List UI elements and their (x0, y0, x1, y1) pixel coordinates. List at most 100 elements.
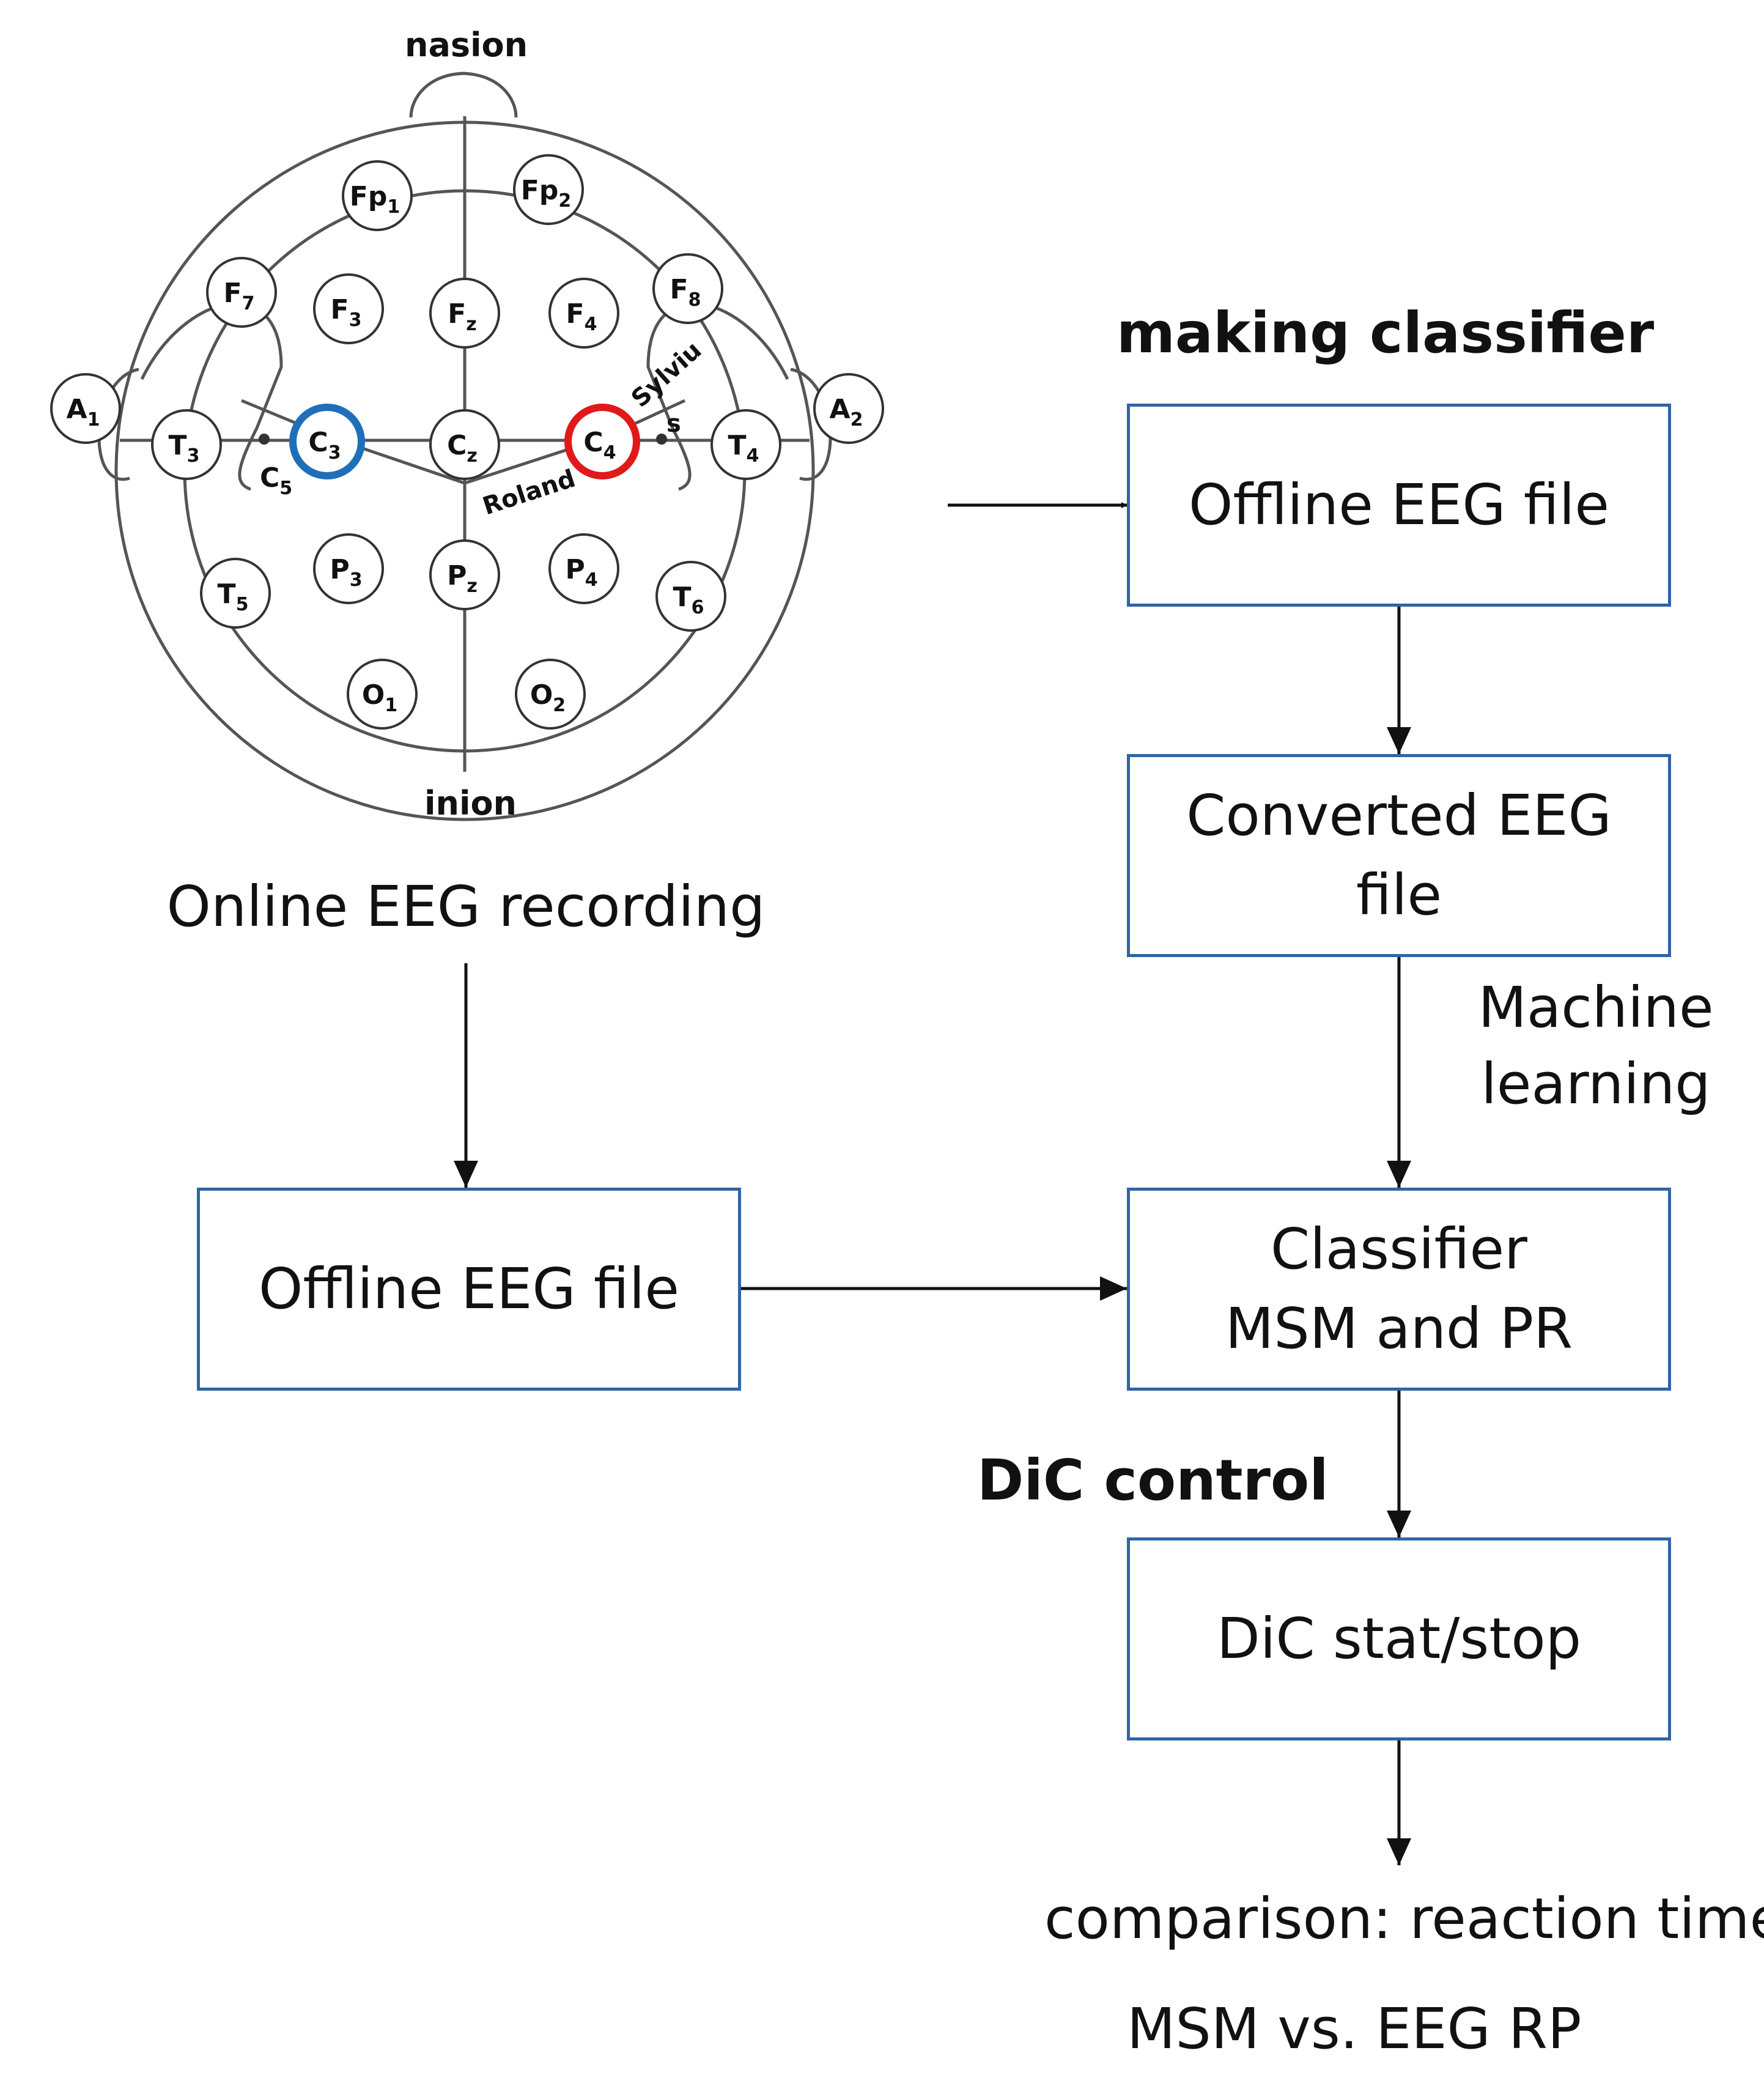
electrode-label: C4 (583, 427, 616, 464)
electrode-f3: F3 (313, 273, 384, 344)
electrode-f8: F8 (652, 253, 723, 324)
box-line: Offline EEG file (259, 1256, 679, 1322)
electrode-label: O1 (362, 679, 397, 716)
electrode-c4: C4 (564, 404, 640, 479)
electrode-circle (151, 409, 222, 480)
left-temporal-arc (140, 301, 283, 491)
electrode-circle (548, 278, 619, 349)
arrow-offline-left-to-classifier-head (1100, 1276, 1127, 1301)
inion-label: inion (424, 784, 517, 823)
electrode-circle (813, 373, 884, 444)
electrode-circle (655, 561, 726, 632)
electrode-c3: C3 (289, 404, 365, 479)
arrow-recording-to-offline-left-head (454, 1161, 478, 1188)
arrow-dic-to-comparison-head (1387, 1838, 1411, 1865)
electrode-circle (289, 404, 365, 479)
electrode-t6: T6 (655, 561, 726, 632)
msm-vs-eeg-label: MSM vs. EEG RP (1127, 1996, 1582, 2062)
arrow-offline-to-converted-head (1387, 727, 1411, 754)
electrode-circle (710, 409, 781, 480)
electrode-circle (313, 273, 384, 344)
box-line: MSM and PR (1225, 1296, 1573, 1361)
electrode-label: A1 (67, 394, 100, 431)
electrode-label: F8 (670, 274, 701, 311)
electrode-fp2: Fp2 (513, 154, 584, 225)
electrode-circle (564, 404, 640, 479)
classifier-box: Classifier MSM and PR (1127, 1188, 1671, 1391)
comparison-label: comparison: reaction time (1044, 1886, 1764, 1951)
sylvius-dot (656, 434, 667, 445)
electrode-p3: P3 (313, 533, 384, 604)
arrow-converted-to-classifier-head (1387, 1161, 1411, 1188)
electrode-cz: Cz (429, 409, 500, 480)
electrode-fp1: Fp1 (342, 160, 413, 231)
electrode-label: Cz (447, 430, 478, 467)
electrode-f7: F7 (206, 257, 277, 328)
electrode-circle (429, 409, 500, 480)
box-line: Offline EEG file (1189, 472, 1609, 538)
electrode-a1: A1 (50, 373, 121, 444)
box-line: DiC stat/stop (1216, 1606, 1582, 1671)
online-recording-label: Online EEG recording (166, 874, 766, 939)
electrode-pz: Pz (429, 539, 500, 610)
box-line: Converted EEG (1186, 783, 1612, 848)
electrode-label: F4 (566, 298, 597, 335)
electrode-label: P4 (565, 554, 597, 591)
electrode-t5: T5 (200, 558, 271, 629)
electrode-circle (347, 659, 418, 730)
electrode-f4: F4 (548, 278, 619, 349)
nasion-label: nasion (405, 26, 528, 64)
machine-learning-label-2: learning (1481, 1051, 1711, 1117)
electrode-circle (429, 278, 500, 349)
electrode-circle (515, 659, 586, 730)
box-line: file (1356, 862, 1442, 928)
offline-eeg-file-box-right: Offline EEG file (1127, 404, 1671, 607)
dic-control-title: DiC control (977, 1448, 1329, 1513)
electrode-circle (206, 257, 277, 328)
sylvius-label-bottom: s (666, 410, 681, 438)
electrode-circle (342, 160, 413, 231)
electrode-o2: O2 (515, 659, 586, 730)
box-line: Classifier (1271, 1216, 1527, 1282)
electrode-circle (429, 539, 500, 610)
electrode-circle (313, 533, 384, 604)
electrode-label: T6 (673, 582, 704, 618)
c5-label: C5 (260, 462, 292, 499)
arrow-classifier-to-dic-head (1387, 1511, 1411, 1537)
right-temporal-arc (646, 301, 789, 491)
making-classifier-title: making classifier (1116, 300, 1655, 366)
electrode-label: A2 (830, 394, 863, 431)
electrode-t3: T3 (151, 409, 222, 480)
offline-eeg-file-box-left: Offline EEG file (197, 1188, 741, 1391)
nose-outline (409, 72, 518, 118)
electrode-circle (652, 253, 723, 324)
electrode-label: Fp1 (350, 181, 400, 218)
electrode-label: Fp2 (521, 175, 571, 212)
electrode-label: T4 (728, 430, 759, 467)
electrode-circle (513, 154, 584, 225)
electrode-label: T5 (218, 579, 249, 615)
electrode-p4: P4 (548, 533, 619, 604)
dic-start-stop-box: DiC stat/stop (1127, 1537, 1671, 1740)
electrode-label: T3 (169, 430, 200, 467)
electrode-fz: Fz (429, 278, 500, 349)
converted-eeg-file-box: Converted EEG file (1127, 754, 1671, 957)
electrode-label: Fz (448, 298, 477, 335)
electrode-label: F7 (224, 278, 255, 314)
electrode-label: O2 (530, 679, 566, 716)
electrode-t4: T4 (710, 409, 781, 480)
electrode-label: Pz (447, 560, 478, 597)
electrode-a2: A2 (813, 373, 884, 444)
c5-dot (259, 434, 270, 445)
machine-learning-label-1: Machine (1478, 975, 1714, 1040)
electrode-circle (50, 373, 121, 444)
electrode-circle (548, 533, 619, 604)
electrode-label: C3 (308, 427, 341, 464)
electrode-circle (200, 558, 271, 629)
electrode-label: F3 (331, 294, 362, 331)
electrode-label: P3 (330, 554, 362, 591)
electrode-o1: O1 (347, 659, 418, 730)
